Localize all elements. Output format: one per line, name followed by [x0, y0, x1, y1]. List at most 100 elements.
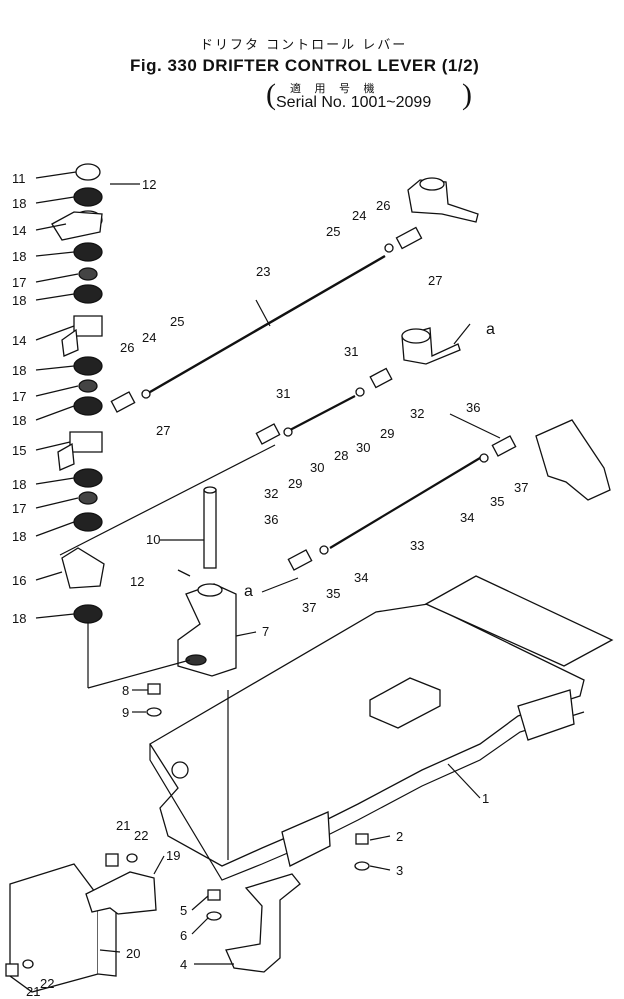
callout-26: 26 — [120, 340, 134, 355]
pin-12 — [177, 569, 191, 577]
frame-hole — [171, 761, 189, 779]
callout-22: 22 — [134, 828, 148, 843]
callout-30: 30 — [310, 460, 324, 475]
callout-34: 34 — [354, 570, 368, 585]
bracket-14a — [51, 211, 103, 241]
left-part-stack — [51, 163, 105, 624]
lever-10-top — [203, 486, 217, 494]
cover-plate-20 — [9, 863, 99, 993]
frame-base — [149, 603, 585, 867]
part-17b — [78, 379, 98, 393]
part-18a — [73, 187, 103, 207]
callout-33: 33 — [410, 538, 424, 553]
leader-lines — [35, 171, 501, 965]
figure-title: Fig. 330 DRIFTER CONTROL LEVER (1/2) — [130, 56, 480, 75]
callout-18: 18 — [12, 363, 26, 378]
callout-17: 17 — [12, 275, 26, 290]
callout-4: 4 — [180, 957, 187, 972]
part-18b — [73, 242, 103, 262]
washer-3 — [354, 861, 370, 871]
callout-18: 18 — [12, 293, 26, 308]
bolt-8 — [147, 683, 161, 695]
clevis-24a — [110, 391, 136, 413]
callout-19: 19 — [166, 848, 180, 863]
nut-25a — [141, 389, 151, 399]
clevises — [110, 226, 517, 571]
clevis-29b — [369, 367, 393, 389]
lever-bracket-a-boss — [401, 328, 431, 344]
upper-right-brackets — [401, 177, 611, 501]
bracket-15-body — [69, 431, 103, 453]
callout-32: 32 — [410, 406, 424, 421]
callout-34: 34 — [460, 510, 474, 525]
washer-6 — [206, 911, 222, 921]
callout-25: 25 — [326, 224, 340, 239]
serial-label-japanese: 適 用 号 機 — [290, 82, 380, 95]
callout-14: 14 — [12, 333, 26, 348]
callout-27: 27 — [156, 423, 170, 438]
callout-18: 18 — [12, 611, 26, 626]
callout-17: 17 — [12, 389, 26, 404]
callout-20: 20 — [126, 946, 140, 961]
callout-37: 37 — [302, 600, 316, 615]
part-17c — [78, 491, 98, 505]
bracket-14b-body — [73, 315, 103, 337]
callout-5: 5 — [180, 903, 187, 918]
clevis-35b — [491, 435, 517, 457]
callout-3: 3 — [396, 863, 403, 878]
callout-12: 12 — [142, 177, 156, 192]
washer-22b — [22, 959, 34, 969]
fasteners — [5, 683, 370, 977]
bolt-21b — [5, 963, 19, 977]
bracket-15-tab — [57, 442, 75, 471]
callout-29: 29 — [380, 426, 394, 441]
callout-18: 18 — [12, 196, 26, 211]
callout-9: 9 — [122, 705, 129, 720]
callout-numbers: 11 12 18 14 18 17 18 14 18 17 18 15 18 1… — [12, 171, 528, 999]
callout-14: 14 — [12, 223, 26, 238]
nut-34b — [479, 453, 489, 463]
part-18e — [73, 396, 103, 416]
callout-35: 35 — [326, 586, 340, 601]
part-18g — [73, 512, 103, 532]
callout-6: 6 — [180, 928, 187, 943]
callout-27: 27 — [428, 273, 442, 288]
callout-26: 26 — [376, 198, 390, 213]
nut-34a — [319, 545, 329, 555]
part-11 — [75, 163, 101, 181]
callout-17: 17 — [12, 501, 26, 516]
part-18d — [73, 356, 103, 376]
bracket-7-bushing — [185, 654, 207, 666]
callout-29: 29 — [288, 476, 302, 491]
callout-21: 21 — [26, 984, 40, 999]
callout-18: 18 — [12, 477, 26, 492]
washer-9 — [146, 707, 162, 717]
callout-a: a — [244, 583, 253, 600]
frame-mount-lower — [281, 811, 331, 867]
main-frame — [149, 575, 614, 881]
callout-31: 31 — [344, 344, 358, 359]
control-lever — [177, 486, 237, 677]
callout-18: 18 — [12, 529, 26, 544]
rods — [59, 254, 481, 556]
callout-30: 30 — [356, 440, 370, 455]
bracket-7-boss — [197, 583, 223, 597]
callout-23: 23 — [256, 264, 270, 279]
callout-22: 22 — [40, 976, 54, 991]
callout-11: 11 — [12, 171, 26, 186]
callout-37: 37 — [514, 480, 528, 495]
lever-10 — [203, 489, 217, 569]
callout-24: 24 — [352, 208, 366, 223]
rod-33 — [329, 457, 481, 549]
rod-23 — [149, 254, 386, 394]
title-japanese: ドリフタ コントロール レバー — [200, 38, 408, 53]
callout-36: 36 — [264, 512, 278, 527]
bolt-5 — [207, 889, 221, 901]
callout-15: 15 — [12, 443, 26, 458]
lever-bracket-top-boss — [419, 177, 445, 191]
bracket-16 — [61, 547, 105, 589]
frame-top-plate — [424, 575, 614, 667]
callout-18: 18 — [12, 249, 26, 264]
part-18h — [73, 604, 103, 624]
